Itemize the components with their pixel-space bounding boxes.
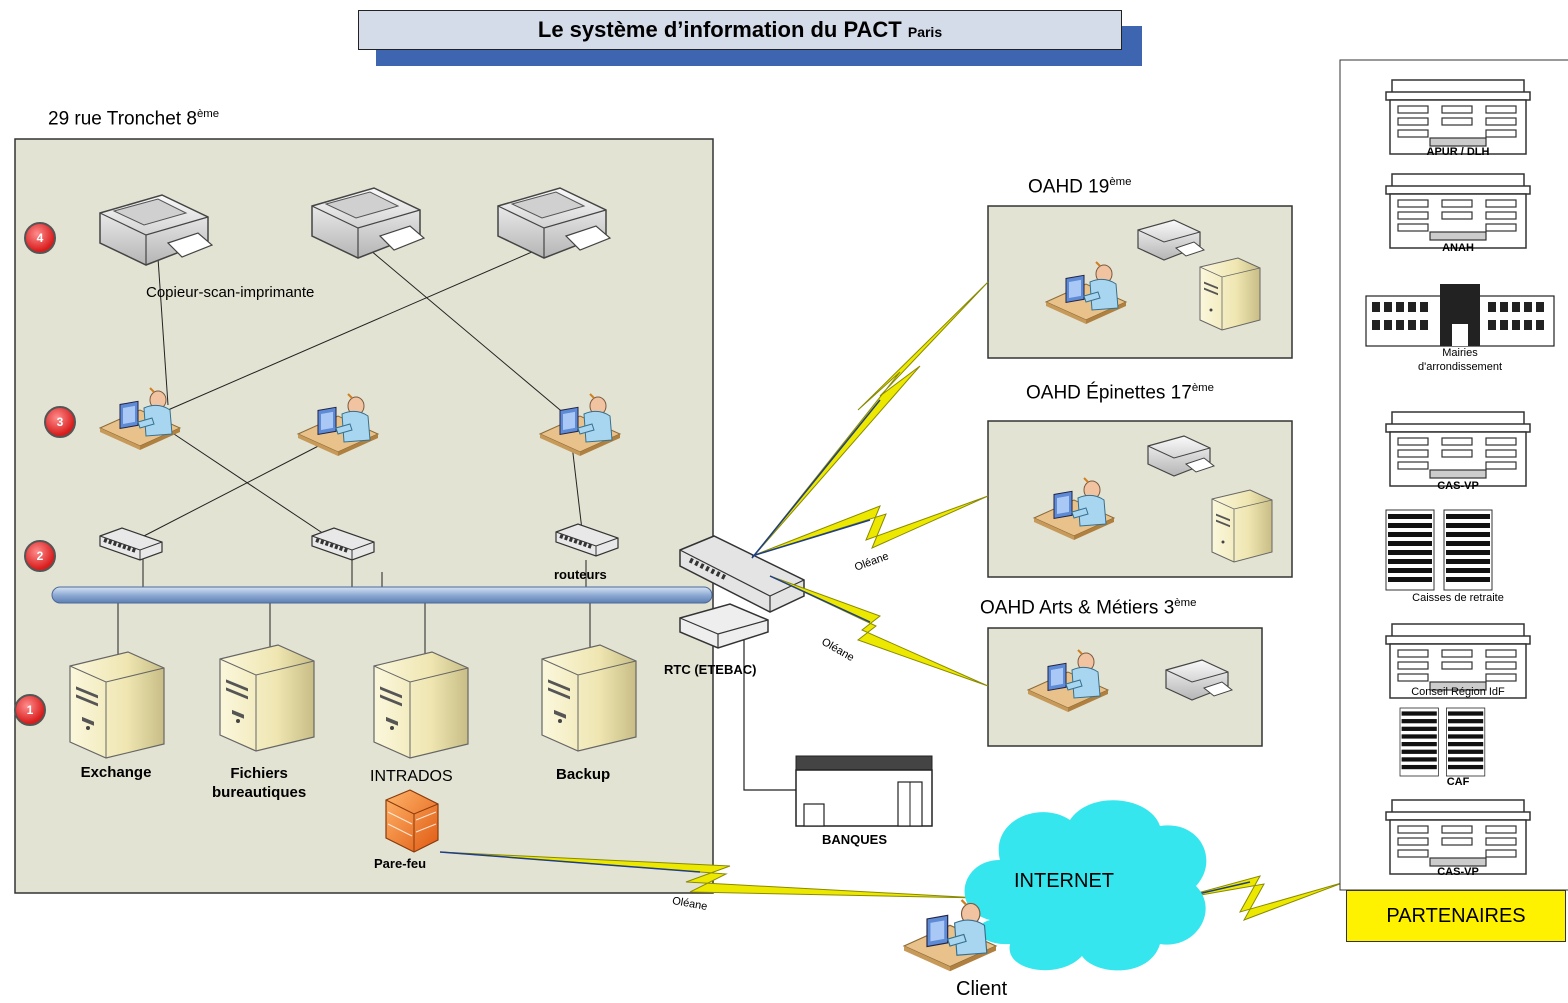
branch-title-19: OAHD 19ème	[1028, 176, 1132, 198]
partner-label: Mairies d'arrondissement	[1417, 347, 1503, 373]
building-icon	[1385, 799, 1531, 875]
layer-badge-4: 4	[24, 222, 56, 254]
router-icon	[679, 535, 805, 613]
partner-label: CAS-VP	[1437, 480, 1479, 492]
site-address: 29 rue Tronchet 8ème	[48, 108, 220, 130]
server-label-files: Fichiers bureautiques	[212, 765, 307, 801]
building-icon	[1385, 173, 1531, 249]
internet-label: INTERNET	[1014, 870, 1114, 892]
building-icon	[1385, 411, 1531, 487]
title-suffix: Paris	[907, 24, 943, 40]
layer-badge-3: 3	[44, 406, 76, 438]
server-icon	[1211, 489, 1273, 563]
rtc-bank-link	[743, 640, 796, 791]
partner-label: CAS-VP	[1437, 866, 1479, 878]
rtc-label: RTC (ETEBAC)	[664, 662, 757, 677]
branch-title-17: OAHD Épinettes 17ème	[1026, 382, 1214, 404]
server-icon	[69, 651, 165, 759]
building-icon	[1385, 79, 1531, 155]
firewall-icon	[385, 789, 439, 853]
server-label-intrados: INTRADOS	[370, 768, 453, 785]
server-icon	[219, 644, 315, 752]
banks-label: BANQUES	[822, 832, 888, 847]
server-icon	[541, 644, 637, 752]
main-site-zone	[14, 138, 714, 894]
layer-badge-2: 2	[24, 540, 56, 572]
site-links	[117, 244, 591, 665]
bank-building-icon	[795, 755, 933, 827]
partner-label: Caisses de retraite	[1412, 592, 1504, 604]
copier-label: Copieur-scan-imprimante	[146, 284, 315, 301]
server-label-backup: Backup	[556, 766, 611, 783]
partner-label: APUR / DLH	[1426, 146, 1490, 158]
rtc-modem-icon	[679, 603, 769, 649]
internet-cloud	[964, 800, 1207, 971]
server-icon	[373, 651, 469, 759]
network-bus	[51, 586, 713, 604]
partner-label: CAF	[1446, 776, 1470, 788]
firewall-label: Pare-feu	[374, 856, 427, 871]
routers-label: routeurs	[554, 567, 607, 582]
partners-heading: PARTENAIRES	[1346, 890, 1566, 942]
layer-badge-1: 1	[14, 694, 46, 726]
server-icon	[1199, 257, 1261, 331]
title-main: Le système d’information du PACT	[537, 17, 902, 42]
city-hall-icon	[1365, 284, 1555, 347]
page-title: Le système d’information du PACT Paris	[358, 10, 1122, 50]
client-label: Client	[956, 978, 1008, 1000]
partner-label: ANAH	[1442, 242, 1474, 254]
branch-title-3: OAHD Arts & Métiers 3ème	[980, 597, 1197, 619]
partner-label: Conseil Région IdF	[1411, 686, 1505, 698]
wan-links	[439, 281, 1346, 921]
